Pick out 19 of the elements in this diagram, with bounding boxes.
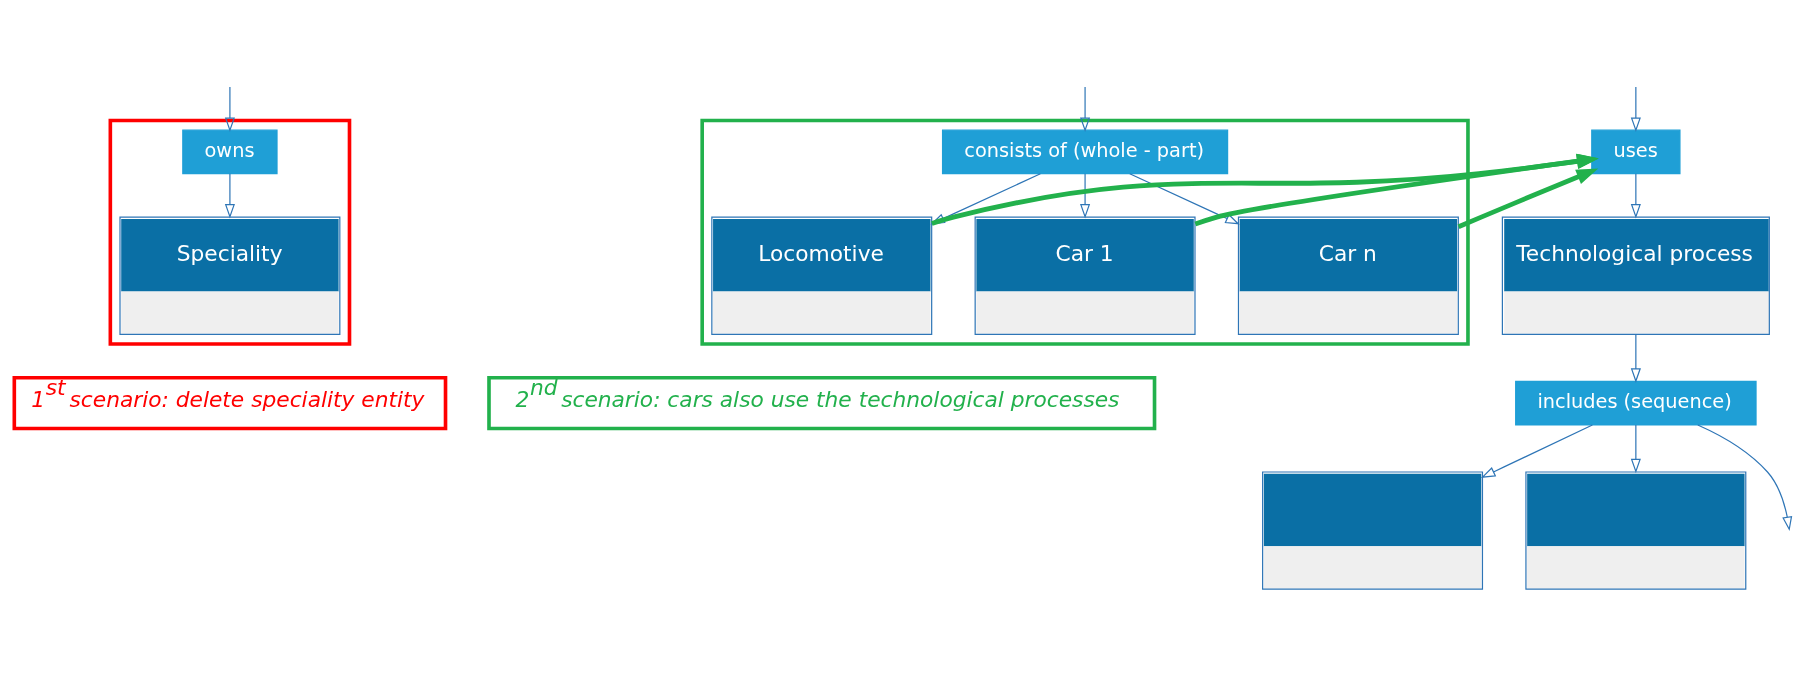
- arrow: [1079, 173, 1090, 219]
- arrow: [1457, 168, 1598, 230]
- arrow: [1480, 424, 1593, 478]
- arrow: [1128, 173, 1240, 225]
- node-box: uses: [1590, 129, 1681, 175]
- node-box: consists of (whole - part): [941, 129, 1228, 175]
- arrow: [224, 86, 235, 132]
- node-box: owns: [181, 129, 278, 175]
- node-box: includes (sequence): [1514, 380, 1757, 426]
- arrow: [1194, 153, 1599, 227]
- arrow: [930, 153, 1599, 226]
- arrow: [1630, 86, 1641, 132]
- arrow: [1630, 333, 1641, 383]
- arrow: [1079, 86, 1090, 132]
- arrow: [1696, 424, 1792, 532]
- arrow: [1630, 424, 1641, 474]
- arrow: [1630, 173, 1641, 219]
- arrow: [929, 173, 1041, 225]
- arrow: [224, 173, 235, 219]
